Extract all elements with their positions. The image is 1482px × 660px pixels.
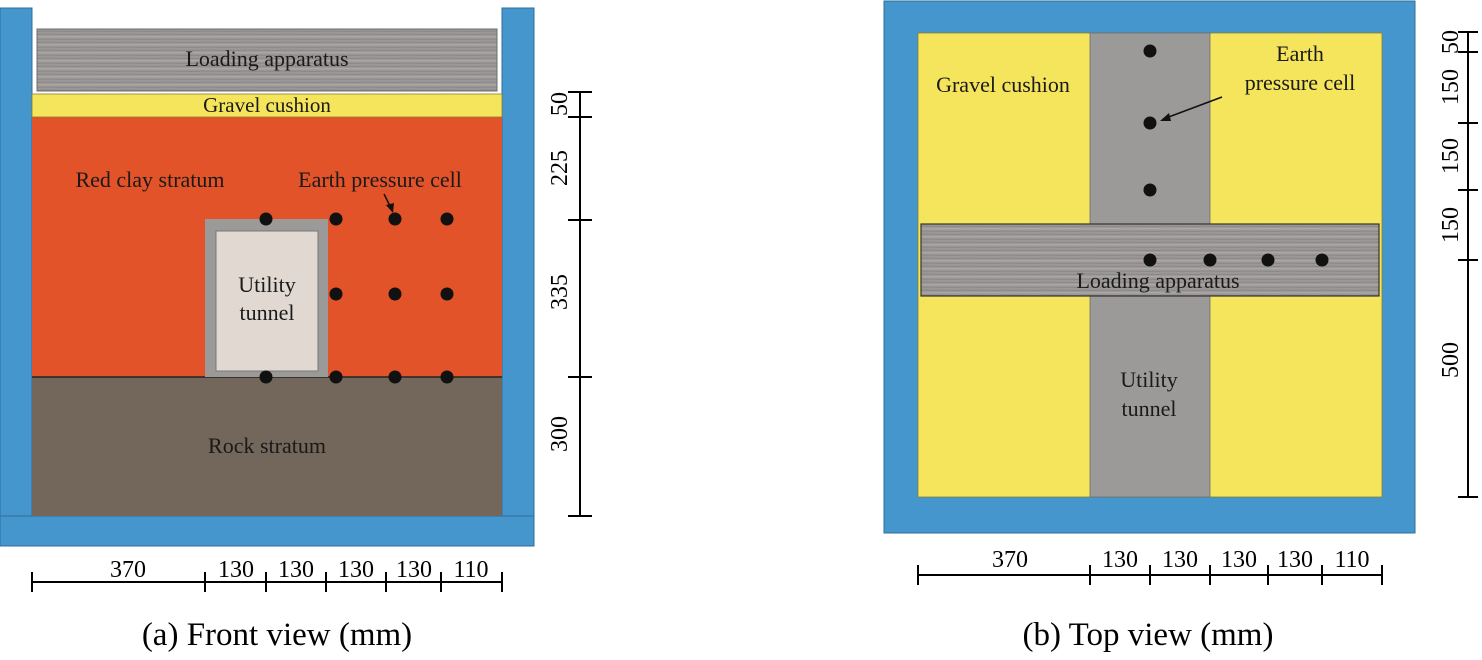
front-view: Loading apparatus Gravel cushion Red cla… bbox=[0, 7, 592, 653]
pressure-cell bbox=[1143, 116, 1157, 130]
pressure-cell bbox=[1143, 44, 1157, 58]
front-earth-pressure-cells bbox=[259, 212, 454, 384]
top-vdim-4: 150 bbox=[1438, 207, 1464, 243]
pressure-cell bbox=[1143, 183, 1157, 197]
pressure-cell bbox=[440, 212, 454, 226]
pressure-cell bbox=[329, 370, 343, 384]
front-utility-label-line1: Utility bbox=[238, 272, 295, 297]
top-earth-pressure-cells bbox=[1143, 44, 1329, 267]
top-hdim-3: 130 bbox=[1162, 547, 1198, 573]
front-rock-stratum bbox=[32, 377, 502, 516]
pressure-cell bbox=[388, 212, 402, 226]
front-loading-apparatus-label: Loading apparatus bbox=[185, 46, 348, 71]
top-horizontal-dimension: 370 130 130 130 130 110 bbox=[917, 547, 1383, 585]
top-vdim-2: 150 bbox=[1438, 69, 1464, 105]
pressure-cell bbox=[1203, 253, 1217, 267]
pressure-cell bbox=[1143, 253, 1157, 267]
front-vdim-4: 300 bbox=[547, 416, 573, 452]
top-gravel-cushion-label: Gravel cushion bbox=[936, 72, 1070, 97]
front-container-right-wall bbox=[501, 7, 535, 547]
pressure-cell bbox=[388, 370, 402, 384]
top-vdim-1: 50 bbox=[1438, 30, 1464, 54]
pressure-cell bbox=[259, 370, 273, 384]
top-loading-apparatus-label: Loading apparatus bbox=[1076, 268, 1239, 293]
pressure-cell bbox=[329, 212, 343, 226]
front-vdim-3: 335 bbox=[547, 274, 573, 310]
front-utility-tunnel-inner bbox=[215, 230, 319, 372]
front-hdim-4: 130 bbox=[338, 557, 374, 583]
top-vertical-dimension: 50 150 150 150 500 bbox=[1438, 30, 1478, 498]
front-vdim-2: 225 bbox=[547, 150, 573, 186]
front-hdim-5: 130 bbox=[396, 557, 432, 583]
front-container-left-wall bbox=[0, 7, 33, 547]
top-vdim-3: 150 bbox=[1438, 138, 1464, 174]
front-view-caption: (a) Front view (mm) bbox=[142, 617, 412, 653]
front-horizontal-dimension: 370 130 130 130 130 110 bbox=[31, 557, 503, 592]
pressure-cell bbox=[388, 287, 402, 301]
top-view: Gravel cushion Earth pressure cell Loadi… bbox=[883, 0, 1478, 653]
pressure-cell bbox=[1261, 253, 1275, 267]
front-hdim-6: 110 bbox=[453, 557, 488, 583]
top-vdim-5: 500 bbox=[1438, 342, 1464, 378]
pressure-cell bbox=[1315, 253, 1329, 267]
pressure-cell bbox=[440, 287, 454, 301]
top-hdim-4: 130 bbox=[1221, 547, 1257, 573]
pressure-cell bbox=[329, 287, 343, 301]
front-earth-pressure-cell-label: Earth pressure cell bbox=[298, 167, 462, 192]
front-red-clay-label: Red clay stratum bbox=[75, 167, 224, 192]
top-utility-label-line2: tunnel bbox=[1122, 396, 1177, 421]
top-hdim-1: 370 bbox=[992, 547, 1028, 573]
front-hdim-2: 130 bbox=[218, 557, 254, 583]
pressure-cell bbox=[259, 212, 273, 226]
front-utility-label-line2: tunnel bbox=[240, 300, 295, 325]
front-gravel-cushion bbox=[31, 93, 503, 118]
front-gravel-cushion-label: Gravel cushion bbox=[203, 93, 331, 117]
front-loading-apparatus bbox=[36, 28, 498, 92]
front-vertical-dimension: 50 225 335 300 bbox=[547, 91, 592, 517]
top-view-caption: (b) Top view (mm) bbox=[1023, 617, 1274, 653]
front-container-base bbox=[0, 515, 535, 547]
front-vdim-1: 50 bbox=[547, 92, 573, 116]
front-rock-stratum-label: Rock stratum bbox=[208, 433, 326, 458]
top-hdim-2: 130 bbox=[1102, 547, 1138, 573]
pressure-cell bbox=[440, 370, 454, 384]
front-hdim-3: 130 bbox=[278, 557, 314, 583]
top-earth-label-line1: Earth bbox=[1276, 41, 1324, 66]
top-hdim-6: 110 bbox=[1334, 547, 1369, 573]
top-hdim-5: 130 bbox=[1277, 547, 1313, 573]
top-earth-label-line2: pressure cell bbox=[1245, 70, 1356, 95]
top-utility-label-line1: Utility bbox=[1120, 367, 1177, 392]
front-hdim-1: 370 bbox=[110, 557, 146, 583]
